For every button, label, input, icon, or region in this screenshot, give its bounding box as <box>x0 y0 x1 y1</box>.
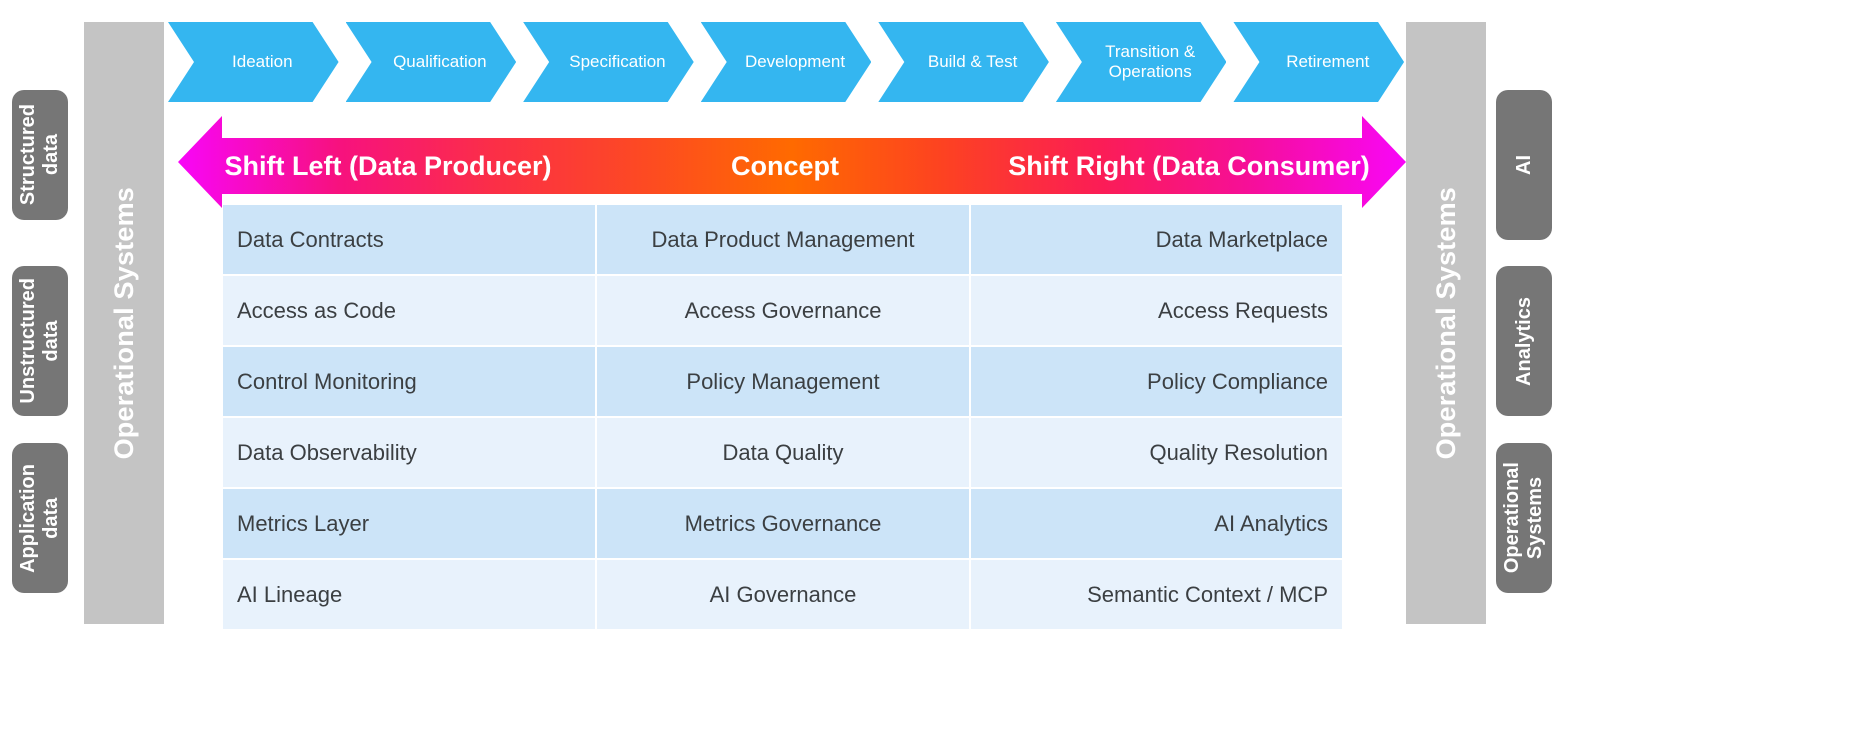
operational-systems-column-right-label: Operational Systems <box>1430 186 1461 460</box>
lifecycle-stage-transition-and-operations-label: Transition & Operations <box>1105 41 1196 81</box>
right-pill-operational-systems: Operational Systems <box>1496 443 1552 593</box>
right-pill-analytics-label: Analytics <box>1512 296 1535 386</box>
table-row: Metrics Layer Metrics Governance AI Anal… <box>223 489 1342 560</box>
table-cell-concept: AI Governance <box>597 560 971 631</box>
left-pill-application-data: Application data <box>12 443 68 593</box>
table-cell-concept: Access Governance <box>597 276 971 347</box>
left-pill-structured-data-label: Structured data <box>17 104 62 206</box>
table-row: Access as Code Access Governance Access … <box>223 276 1342 347</box>
operational-systems-column-right: Operational Systems <box>1406 22 1486 624</box>
table-cell-consumer: Access Requests <box>971 276 1342 347</box>
lifecycle-stage-build-and-test-label: Build & Test <box>927 51 1018 71</box>
table-row: Data Contracts Data Product Management D… <box>223 205 1342 276</box>
table-cell-consumer: Policy Compliance <box>971 347 1342 418</box>
lifecycle-stage-qualification[interactable]: Qualification <box>346 22 517 102</box>
lifecycle-stage-specification-label: Specification <box>569 51 666 71</box>
lifecycle-chevron-strip: Ideation Qualification Specification Dev… <box>168 22 1404 102</box>
lifecycle-stage-specification[interactable]: Specification <box>523 22 694 102</box>
lifecycle-stage-development[interactable]: Development <box>701 22 872 102</box>
right-pill-ai-label: AI <box>1512 155 1535 175</box>
right-pill-analytics: Analytics <box>1496 266 1552 416</box>
lifecycle-stage-transition-and-operations[interactable]: Transition & Operations <box>1056 22 1227 102</box>
lifecycle-stage-ideation-label: Ideation <box>232 51 293 71</box>
left-pill-unstructured-data: Unstructured data <box>12 266 68 416</box>
shift-left-right-arrow <box>178 116 1406 208</box>
lifecycle-stage-build-and-test[interactable]: Build & Test <box>878 22 1049 102</box>
lifecycle-stage-development-label: Development <box>744 51 846 71</box>
table-cell-concept: Metrics Governance <box>597 489 971 560</box>
table-row: Control Monitoring Policy Management Pol… <box>223 347 1342 418</box>
operational-systems-column-left-label: Operational Systems <box>108 186 139 460</box>
left-pill-unstructured-data-label: Unstructured data <box>17 278 62 404</box>
table-cell-producer: Metrics Layer <box>223 489 597 560</box>
left-pill-application-data-label: Application data <box>17 463 62 573</box>
right-pill-operational-systems-label: Operational Systems <box>1501 462 1546 574</box>
table-cell-consumer: Quality Resolution <box>971 418 1342 489</box>
table-row: Data Observability Data Quality Quality … <box>223 418 1342 489</box>
table-cell-consumer: AI Analytics <box>971 489 1342 560</box>
table-cell-concept: Data Product Management <box>597 205 971 276</box>
right-pill-ai: AI <box>1496 90 1552 240</box>
table-cell-producer: Access as Code <box>223 276 597 347</box>
lifecycle-stage-retirement-label: Retirement <box>1286 51 1370 71</box>
table-cell-producer: Control Monitoring <box>223 347 597 418</box>
operational-systems-column-left: Operational Systems <box>84 22 164 624</box>
lifecycle-stage-ideation[interactable]: Ideation <box>168 22 339 102</box>
capability-table: Data Contracts Data Product Management D… <box>223 205 1342 631</box>
table-cell-producer: Data Observability <box>223 418 597 489</box>
lifecycle-stage-qualification-label: Qualification <box>393 51 487 71</box>
left-pill-structured-data: Structured data <box>12 90 68 220</box>
table-cell-consumer: Semantic Context / MCP <box>971 560 1342 631</box>
table-cell-producer: Data Contracts <box>223 205 597 276</box>
table-cell-consumer: Data Marketplace <box>971 205 1342 276</box>
table-row: AI Lineage AI Governance Semantic Contex… <box>223 560 1342 631</box>
table-cell-concept: Data Quality <box>597 418 971 489</box>
table-cell-producer: AI Lineage <box>223 560 597 631</box>
table-cell-concept: Policy Management <box>597 347 971 418</box>
lifecycle-stage-retirement[interactable]: Retirement <box>1233 22 1404 102</box>
